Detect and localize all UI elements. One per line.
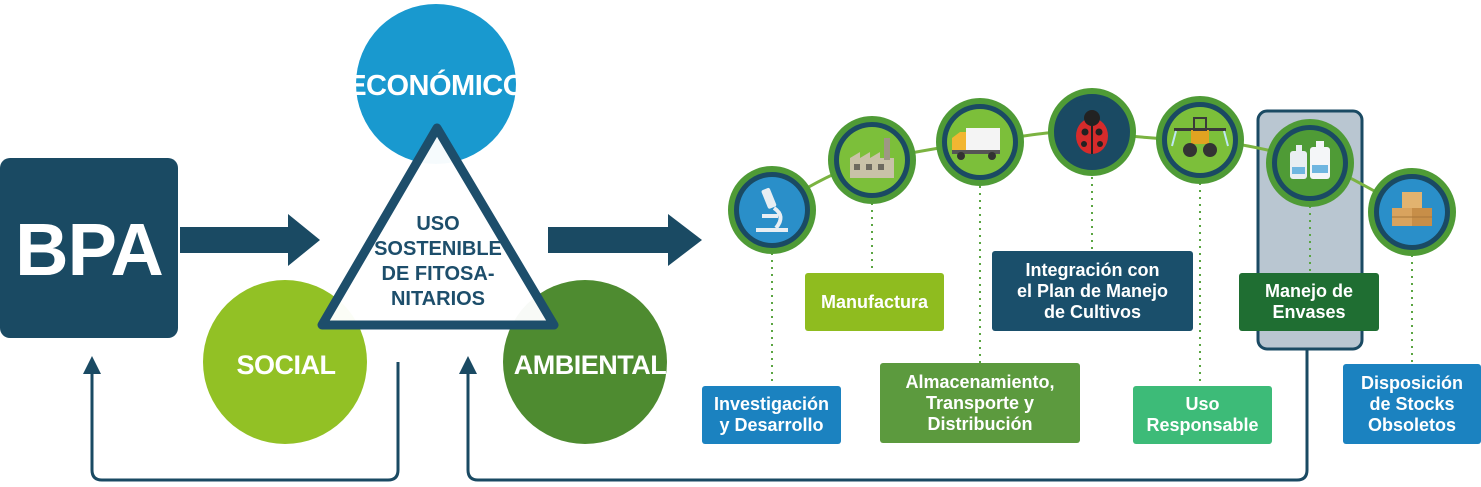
truck-icon xyxy=(947,109,1013,175)
arrow-stages-head xyxy=(668,214,702,266)
dotted-connectors xyxy=(771,177,1413,385)
feedback-arrow-envases xyxy=(466,350,1309,482)
stage-label-investigacion: Investigación y Desarrollo xyxy=(702,386,841,444)
stage-label-manufactura: Manufactura xyxy=(805,273,944,331)
containers-icon xyxy=(1277,130,1343,196)
stage-disposicion-line-1: Disposición xyxy=(1360,372,1463,393)
bpa-label: BPA xyxy=(15,208,163,291)
microscope-icon xyxy=(739,177,805,243)
stage-label-integracion: Integración con el Plan de Manejo de Cul… xyxy=(992,251,1193,331)
factory-icon xyxy=(839,127,905,193)
triangle-line-1: USO xyxy=(416,213,459,235)
stage-envases-line-1: Manejo de xyxy=(1264,281,1353,301)
stage-investigacion-line-2: y Desarrollo xyxy=(719,415,824,435)
stage-investigacion-line-1: Investigación xyxy=(713,394,830,414)
stage-disposicion-line-2: de Stocks xyxy=(1369,393,1455,414)
pillar-economico-circle xyxy=(356,4,516,164)
stage-uso-line-1: Uso xyxy=(1185,394,1220,414)
stage-uso-line-2: Responsable xyxy=(1146,415,1259,435)
ladybug-icon xyxy=(1059,99,1125,165)
stage-integracion-line-2: el Plan de Manejo xyxy=(1016,280,1169,301)
stage-disposicion-line-3: Obsoletos xyxy=(1367,414,1456,435)
tractor-sprayer-icon xyxy=(1167,107,1233,173)
stage-almacenamiento-line-3: Distribución xyxy=(927,413,1033,434)
arrow-stages-shaft xyxy=(548,227,670,253)
stage-integracion-line-1: Integración con xyxy=(1025,259,1160,280)
boxes-icon xyxy=(1379,179,1445,245)
triangle-line-3: DE FITOSA- xyxy=(382,263,495,285)
feedback-arrowhead-triangle xyxy=(459,356,477,374)
arrow-bpa-head xyxy=(288,214,320,266)
pillar-social-label: SOCIAL xyxy=(236,350,335,380)
stage-manufactura-line-1: Manufactura xyxy=(820,291,928,312)
pillar-economico-label: ECONÓMICO xyxy=(347,68,525,102)
stage-almacenamiento-line-2: Transporte y xyxy=(925,392,1035,413)
feedback-arrow-social xyxy=(90,362,400,482)
stage-label-uso-responsable: Uso Responsable xyxy=(1133,386,1272,444)
stage-integracion-line-3: de Cultivos xyxy=(1043,301,1141,322)
stage-almacenamiento-line-1: Almacenamiento, xyxy=(905,371,1055,392)
pillar-ambiental-label: AMBIENTAL xyxy=(514,350,666,380)
stage-envases-line-2: Envases xyxy=(1272,302,1346,322)
stage-label-envases: Manejo de Envases xyxy=(1239,273,1379,331)
arrow-bpa-shaft xyxy=(180,227,290,253)
bpa-block xyxy=(0,158,178,338)
sustainability-triangle xyxy=(317,123,559,330)
stage-label-disposicion: Disposición de Stocks Obsoletos xyxy=(1343,364,1481,444)
triangle-line-2: SOSTENIBLE xyxy=(374,238,502,260)
triangle-line-4: NITARIOS xyxy=(391,288,485,310)
feedback-arrowhead-bpa xyxy=(83,356,101,374)
stage-label-almacenamiento: Almacenamiento, Transporte y Distribució… xyxy=(880,363,1080,443)
